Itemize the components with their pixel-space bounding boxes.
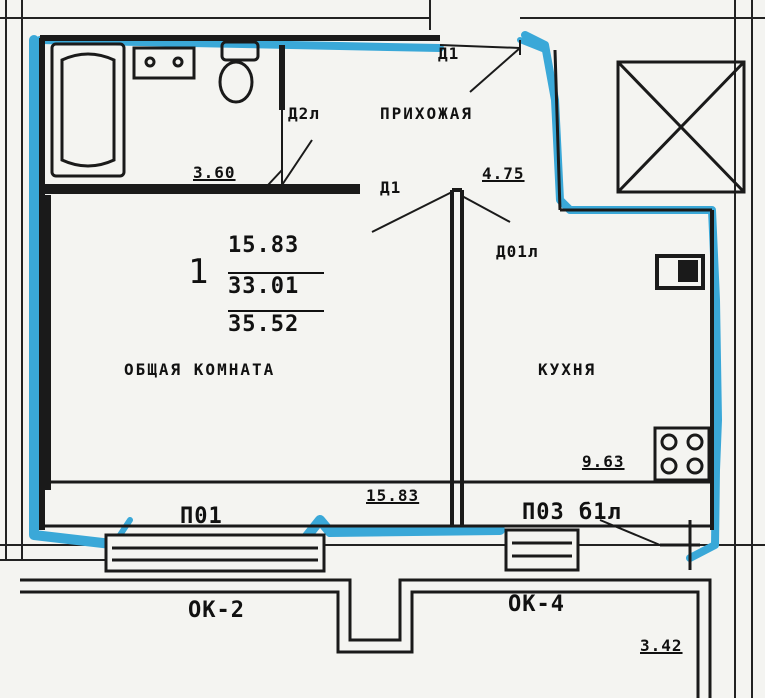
- room-area-hallway: 4.75: [482, 164, 525, 183]
- kitchen-sink: [655, 254, 705, 290]
- vent-shaft: [616, 60, 746, 194]
- area-total: 33.01: [228, 272, 324, 299]
- apartment-outline: [29, 31, 722, 562]
- living-floor-area: 15.83: [366, 486, 420, 505]
- door-label-d2: Д2л: [288, 104, 320, 123]
- area-living: 15.83: [228, 233, 300, 258]
- window-label-ok4: ОК-4: [508, 592, 565, 617]
- room-number-living: 1: [188, 252, 210, 292]
- stove: [653, 426, 711, 482]
- floor-label-p03: П03 б1л: [522, 500, 622, 525]
- door-label-d01: Д01л: [496, 242, 539, 261]
- door-swings: [267, 40, 661, 546]
- room-area-bathroom: 3.60: [193, 163, 236, 182]
- room-name-living: ОБЩАЯ КОМНАТА: [124, 360, 276, 379]
- windows: [104, 528, 580, 573]
- door-label-d1-mid: Д1: [380, 178, 402, 197]
- walls: [39, 35, 714, 530]
- room-name-kitchen: КУХНЯ: [538, 360, 597, 379]
- door-label-d1-top: Д1: [438, 44, 460, 63]
- dimension-bottom-right: 3.42: [640, 636, 683, 655]
- room-area-kitchen: 9.63: [582, 452, 625, 471]
- area-with-balcony: 35.52: [228, 310, 324, 337]
- window-label-ok2: ОК-2: [188, 598, 245, 623]
- floor-label-p01: П01: [180, 504, 223, 529]
- toilet: [218, 40, 260, 104]
- bathtub: [50, 42, 126, 178]
- sink: [132, 46, 196, 80]
- balcony: [20, 520, 712, 698]
- room-name-hallway: ПРИХОЖАЯ: [380, 104, 474, 123]
